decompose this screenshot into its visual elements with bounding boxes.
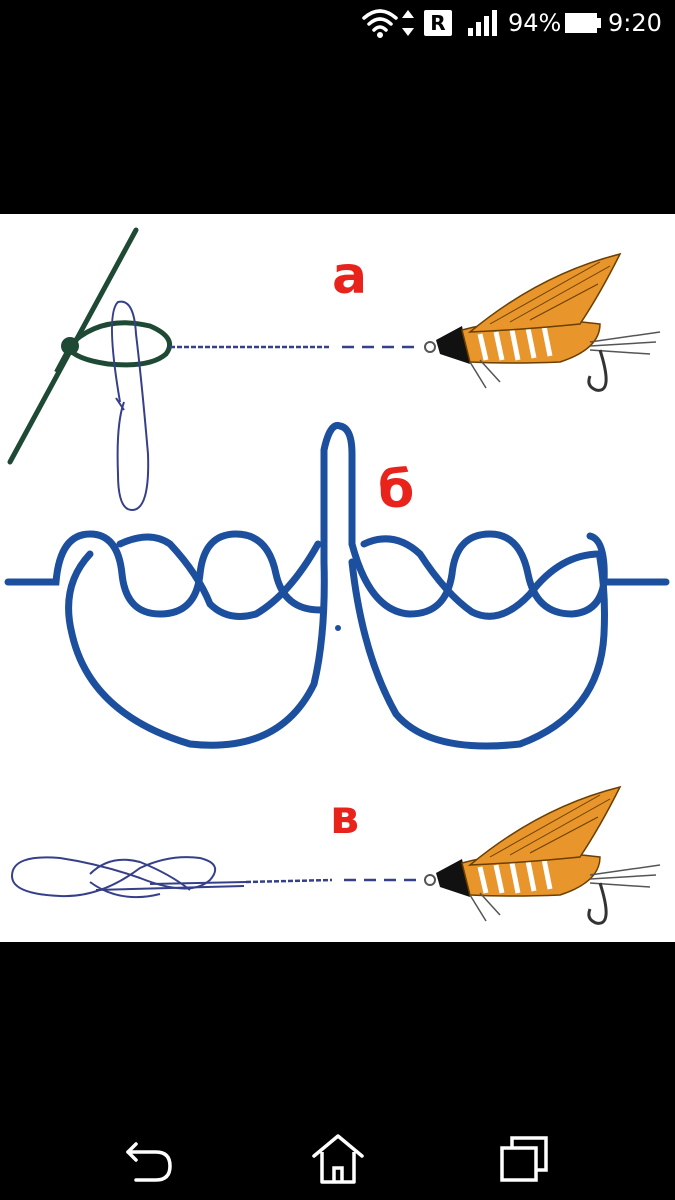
back-icon[interactable] (122, 1130, 178, 1186)
battery-percent: 94% (508, 9, 562, 37)
recents-icon[interactable] (496, 1130, 552, 1186)
label-a: а (332, 246, 368, 306)
clock: 9:20 (608, 9, 662, 37)
knot-illustration: а б в (0, 214, 675, 942)
signal-icon (468, 10, 497, 36)
roaming-icon: R (424, 10, 452, 36)
navigation-bar (0, 1110, 675, 1200)
status-bar: R 94% 9:20 (0, 0, 675, 48)
label-b: б (378, 460, 415, 520)
knot-diagram (4, 227, 670, 925)
home-icon[interactable] (310, 1130, 366, 1186)
section-b-knot (4, 422, 670, 750)
fly-icon (424, 785, 661, 925)
wifi-icon (362, 9, 398, 38)
label-v: в (330, 790, 360, 844)
section-v-diagram (10, 856, 422, 899)
section-a-diagram (7, 227, 420, 512)
battery-icon (565, 13, 601, 33)
data-activity-icon (402, 10, 414, 36)
fly-icon (424, 252, 661, 392)
